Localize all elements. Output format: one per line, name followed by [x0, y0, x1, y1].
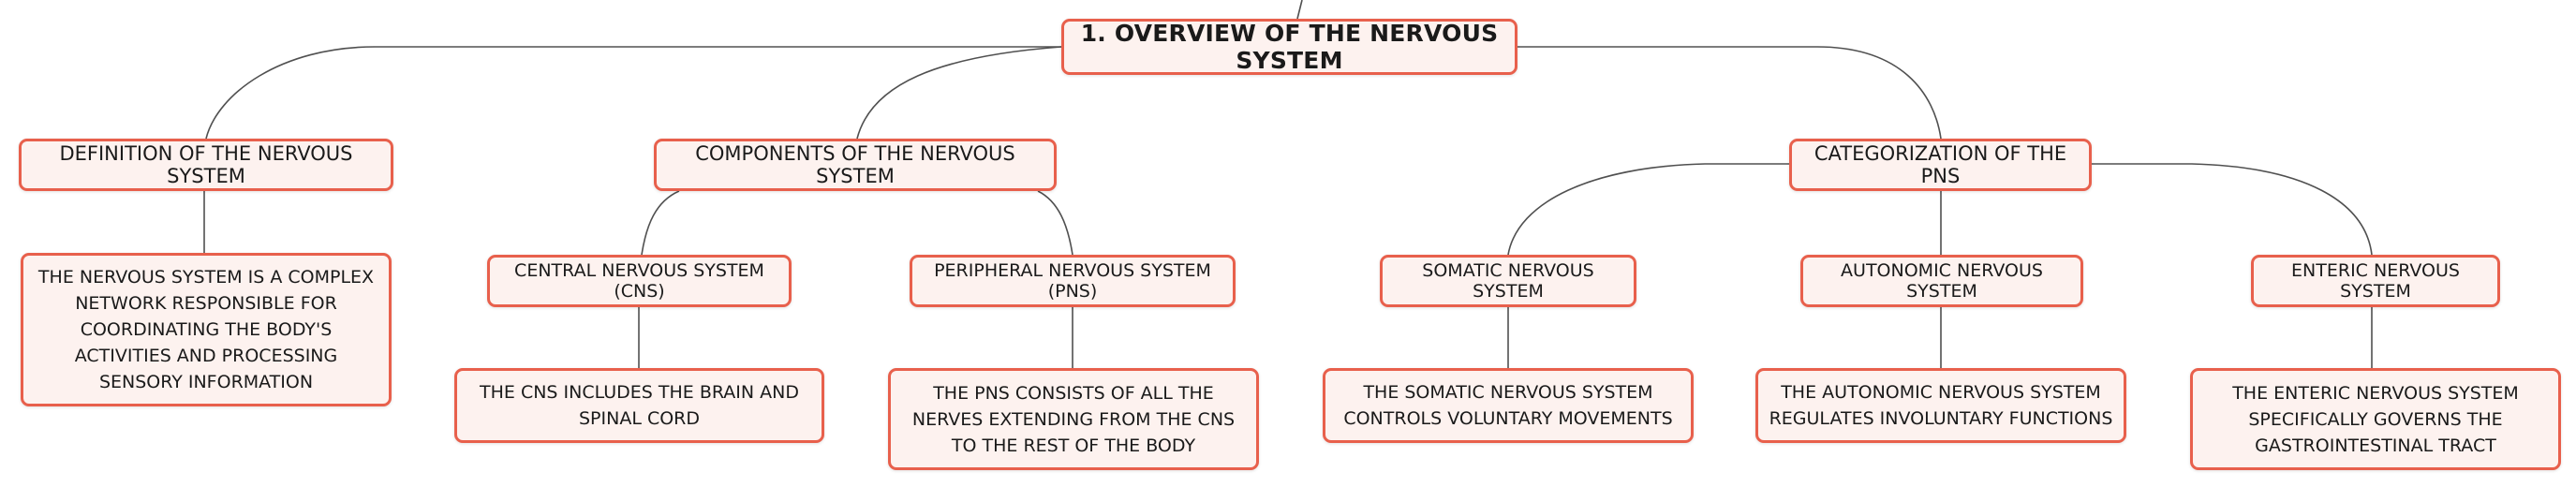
cns-label: CENTRAL NERVOUS SYSTEM (CNS): [514, 260, 764, 302]
categorization-node[interactable]: CATEGORIZATION OF THE PNS: [1789, 139, 2092, 191]
enteric-detail-text: THE ENTERIC NERVOUS SYSTEM SPECIFICALLY …: [2232, 382, 2519, 456]
pns-detail-node[interactable]: THE PNS CONSISTS OF ALL THE NERVES EXTEN…: [888, 368, 1259, 470]
components-label: COMPONENTS OF THE NERVOUS SYSTEM: [695, 142, 1015, 187]
autonomic-node[interactable]: AUTONOMIC NERVOUS SYSTEM: [1800, 255, 2083, 307]
definition-detail-node[interactable]: THE NERVOUS SYSTEM IS A COMPLEX NETWORK …: [21, 253, 392, 406]
categorization-label: CATEGORIZATION OF THE PNS: [1814, 142, 2067, 187]
enteric-label: ENTERIC NERVOUS SYSTEM: [2291, 260, 2460, 302]
connector-parent-to-root: [1296, 0, 1303, 20]
root-label: 1. OVERVIEW OF THE NERVOUS SYSTEM: [1080, 20, 1499, 74]
definition-node[interactable]: DEFINITION OF THE NERVOUS SYSTEM: [19, 139, 393, 191]
cns-detail-text: THE CNS INCLUDES THE BRAIN AND SPINAL CO…: [480, 382, 799, 429]
somatic-label: SOMATIC NERVOUS SYSTEM: [1422, 260, 1594, 302]
somatic-detail-text: THE SOMATIC NERVOUS SYSTEM CONTROLS VOLU…: [1343, 382, 1673, 429]
connector-categorization-to-somatic: [1507, 163, 1789, 256]
somatic-detail-node[interactable]: THE SOMATIC NERVOUS SYSTEM CONTROLS VOLU…: [1323, 368, 1694, 443]
definition-label: DEFINITION OF THE NERVOUS SYSTEM: [59, 142, 353, 187]
connector-root-to-categorization: [1517, 46, 1942, 140]
connector-root-to-components: [856, 46, 1062, 140]
cns-detail-node[interactable]: THE CNS INCLUDES THE BRAIN AND SPINAL CO…: [454, 368, 824, 443]
definition-detail-text: THE NERVOUS SYSTEM IS A COMPLEX NETWORK …: [37, 267, 375, 392]
enteric-node[interactable]: ENTERIC NERVOUS SYSTEM: [2251, 255, 2500, 307]
connector-root-to-definition: [205, 46, 1061, 140]
connector-categorization-to-enteric: [2092, 163, 2373, 256]
somatic-node[interactable]: SOMATIC NERVOUS SYSTEM: [1380, 255, 1636, 307]
cns-node[interactable]: CENTRAL NERVOUS SYSTEM (CNS): [487, 255, 792, 307]
autonomic-detail-text: THE AUTONOMIC NERVOUS SYSTEM REGULATES I…: [1769, 382, 2113, 429]
root-node[interactable]: 1. OVERVIEW OF THE NERVOUS SYSTEM: [1061, 19, 1517, 75]
connector-components-to-cns: [641, 190, 680, 256]
autonomic-label: AUTONOMIC NERVOUS SYSTEM: [1841, 260, 2043, 302]
pns-label: PERIPHERAL NERVOUS SYSTEM (PNS): [934, 260, 1211, 302]
pns-node[interactable]: PERIPHERAL NERVOUS SYSTEM (PNS): [910, 255, 1236, 307]
connector-components-to-pns: [1037, 190, 1073, 256]
autonomic-detail-node[interactable]: THE AUTONOMIC NERVOUS SYSTEM REGULATES I…: [1755, 368, 2126, 443]
components-node[interactable]: COMPONENTS OF THE NERVOUS SYSTEM: [654, 139, 1057, 191]
enteric-detail-node[interactable]: THE ENTERIC NERVOUS SYSTEM SPECIFICALLY …: [2190, 368, 2561, 470]
pns-detail-text: THE PNS CONSISTS OF ALL THE NERVES EXTEN…: [911, 382, 1236, 456]
